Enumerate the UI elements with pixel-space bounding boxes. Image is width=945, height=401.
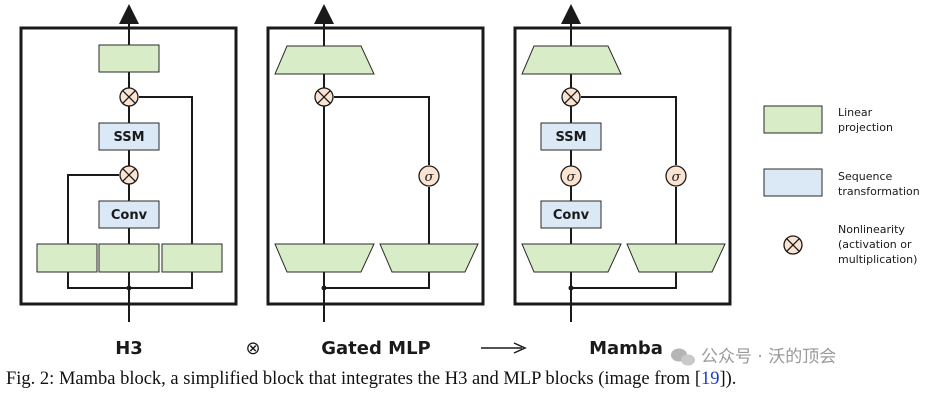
- mamba-ssm-label: SSM: [555, 130, 586, 145]
- mamba-linear-projection-left: [521, 243, 622, 273]
- caption-suffix: ]).: [719, 369, 737, 389]
- mamba-sigma-icon-main: [560, 165, 582, 187]
- h3-linear-projection-center: [98, 243, 160, 273]
- arrow-right-icon: [481, 342, 527, 354]
- gated-mlp-sigma-label: σ: [425, 170, 435, 185]
- h3-ssm-label: SSM: [113, 130, 144, 145]
- gated-mlp-output-projection: [274, 45, 375, 75]
- label-h3: H3: [115, 338, 143, 359]
- label-gated-mlp: Gated MLP: [321, 338, 430, 359]
- h3-multiply-icon-lower: [119, 165, 139, 185]
- legend-sequence-line2: transformation: [838, 185, 920, 198]
- legend-nonlin-line1: Nonlinearity: [838, 223, 905, 236]
- legend-nonlin-line2: (activation or: [838, 238, 912, 251]
- h3-conv-label: Conv: [111, 208, 148, 223]
- h3-multiply-icon-upper: [119, 87, 139, 107]
- gated-mlp-linear-projection-right: [379, 243, 479, 273]
- gated-mlp-linear-projection-left: [274, 243, 375, 273]
- legend-sequence-swatch: [763, 168, 823, 197]
- caption-prefix: Fig. 2: Mamba block, a simplified block …: [6, 369, 701, 389]
- gated-mlp-sigma-icon: [418, 165, 440, 187]
- h3-block: Conv SSM: [19, 4, 238, 322]
- h3-frame: [19, 26, 238, 306]
- mamba-conv-box: [540, 200, 602, 229]
- gated-mlp-frame: [266, 26, 485, 306]
- mamba-ssm-box: [540, 122, 602, 151]
- legend-sequence-line1: Sequence: [838, 170, 892, 183]
- mamba-sigma-label-main: σ: [567, 170, 577, 185]
- mamba-block: Conv σ σ SSM: [513, 4, 732, 322]
- legend-linear-line2: projection: [838, 121, 893, 134]
- mamba-sigma-icon-gate: [665, 165, 687, 187]
- h3-linear-projection-right: [161, 243, 223, 273]
- mamba-conv-label: Conv: [553, 208, 590, 223]
- legend-linear-swatch: [763, 105, 823, 134]
- h3-conv-box: [98, 200, 160, 229]
- wechat-icon: [671, 348, 695, 366]
- legend: Linear projection Sequence transformatio…: [763, 105, 920, 266]
- mamba-output-projection: [521, 45, 622, 75]
- legend-linear-line1: Linear: [838, 106, 873, 119]
- figure-caption: Fig. 2: Mamba block, a simplified block …: [6, 369, 941, 390]
- legend-nonlinearity-icon: [783, 235, 803, 255]
- h3-output-projection: [98, 44, 160, 73]
- watermark-text: 公众号 · 沃的顶会: [701, 347, 836, 367]
- mamba-linear-projection-right: [626, 243, 726, 273]
- mamba-frame: [513, 26, 732, 306]
- mamba-sigma-label-gate: σ: [672, 170, 682, 185]
- gated-mlp-multiply-icon: [314, 87, 334, 107]
- legend-nonlin-line3: multiplication): [838, 253, 917, 266]
- label-mamba: Mamba: [589, 338, 663, 359]
- h3-linear-projection-left: [36, 243, 98, 273]
- mamba-multiply-icon: [561, 87, 581, 107]
- watermark: 公众号 · 沃的顶会: [671, 347, 836, 367]
- combine-operator-icon: ⊗: [245, 338, 260, 359]
- h3-ssm-box: [98, 122, 160, 151]
- caption-citation-link[interactable]: 19: [700, 369, 720, 389]
- gated-mlp-block: σ: [266, 4, 485, 322]
